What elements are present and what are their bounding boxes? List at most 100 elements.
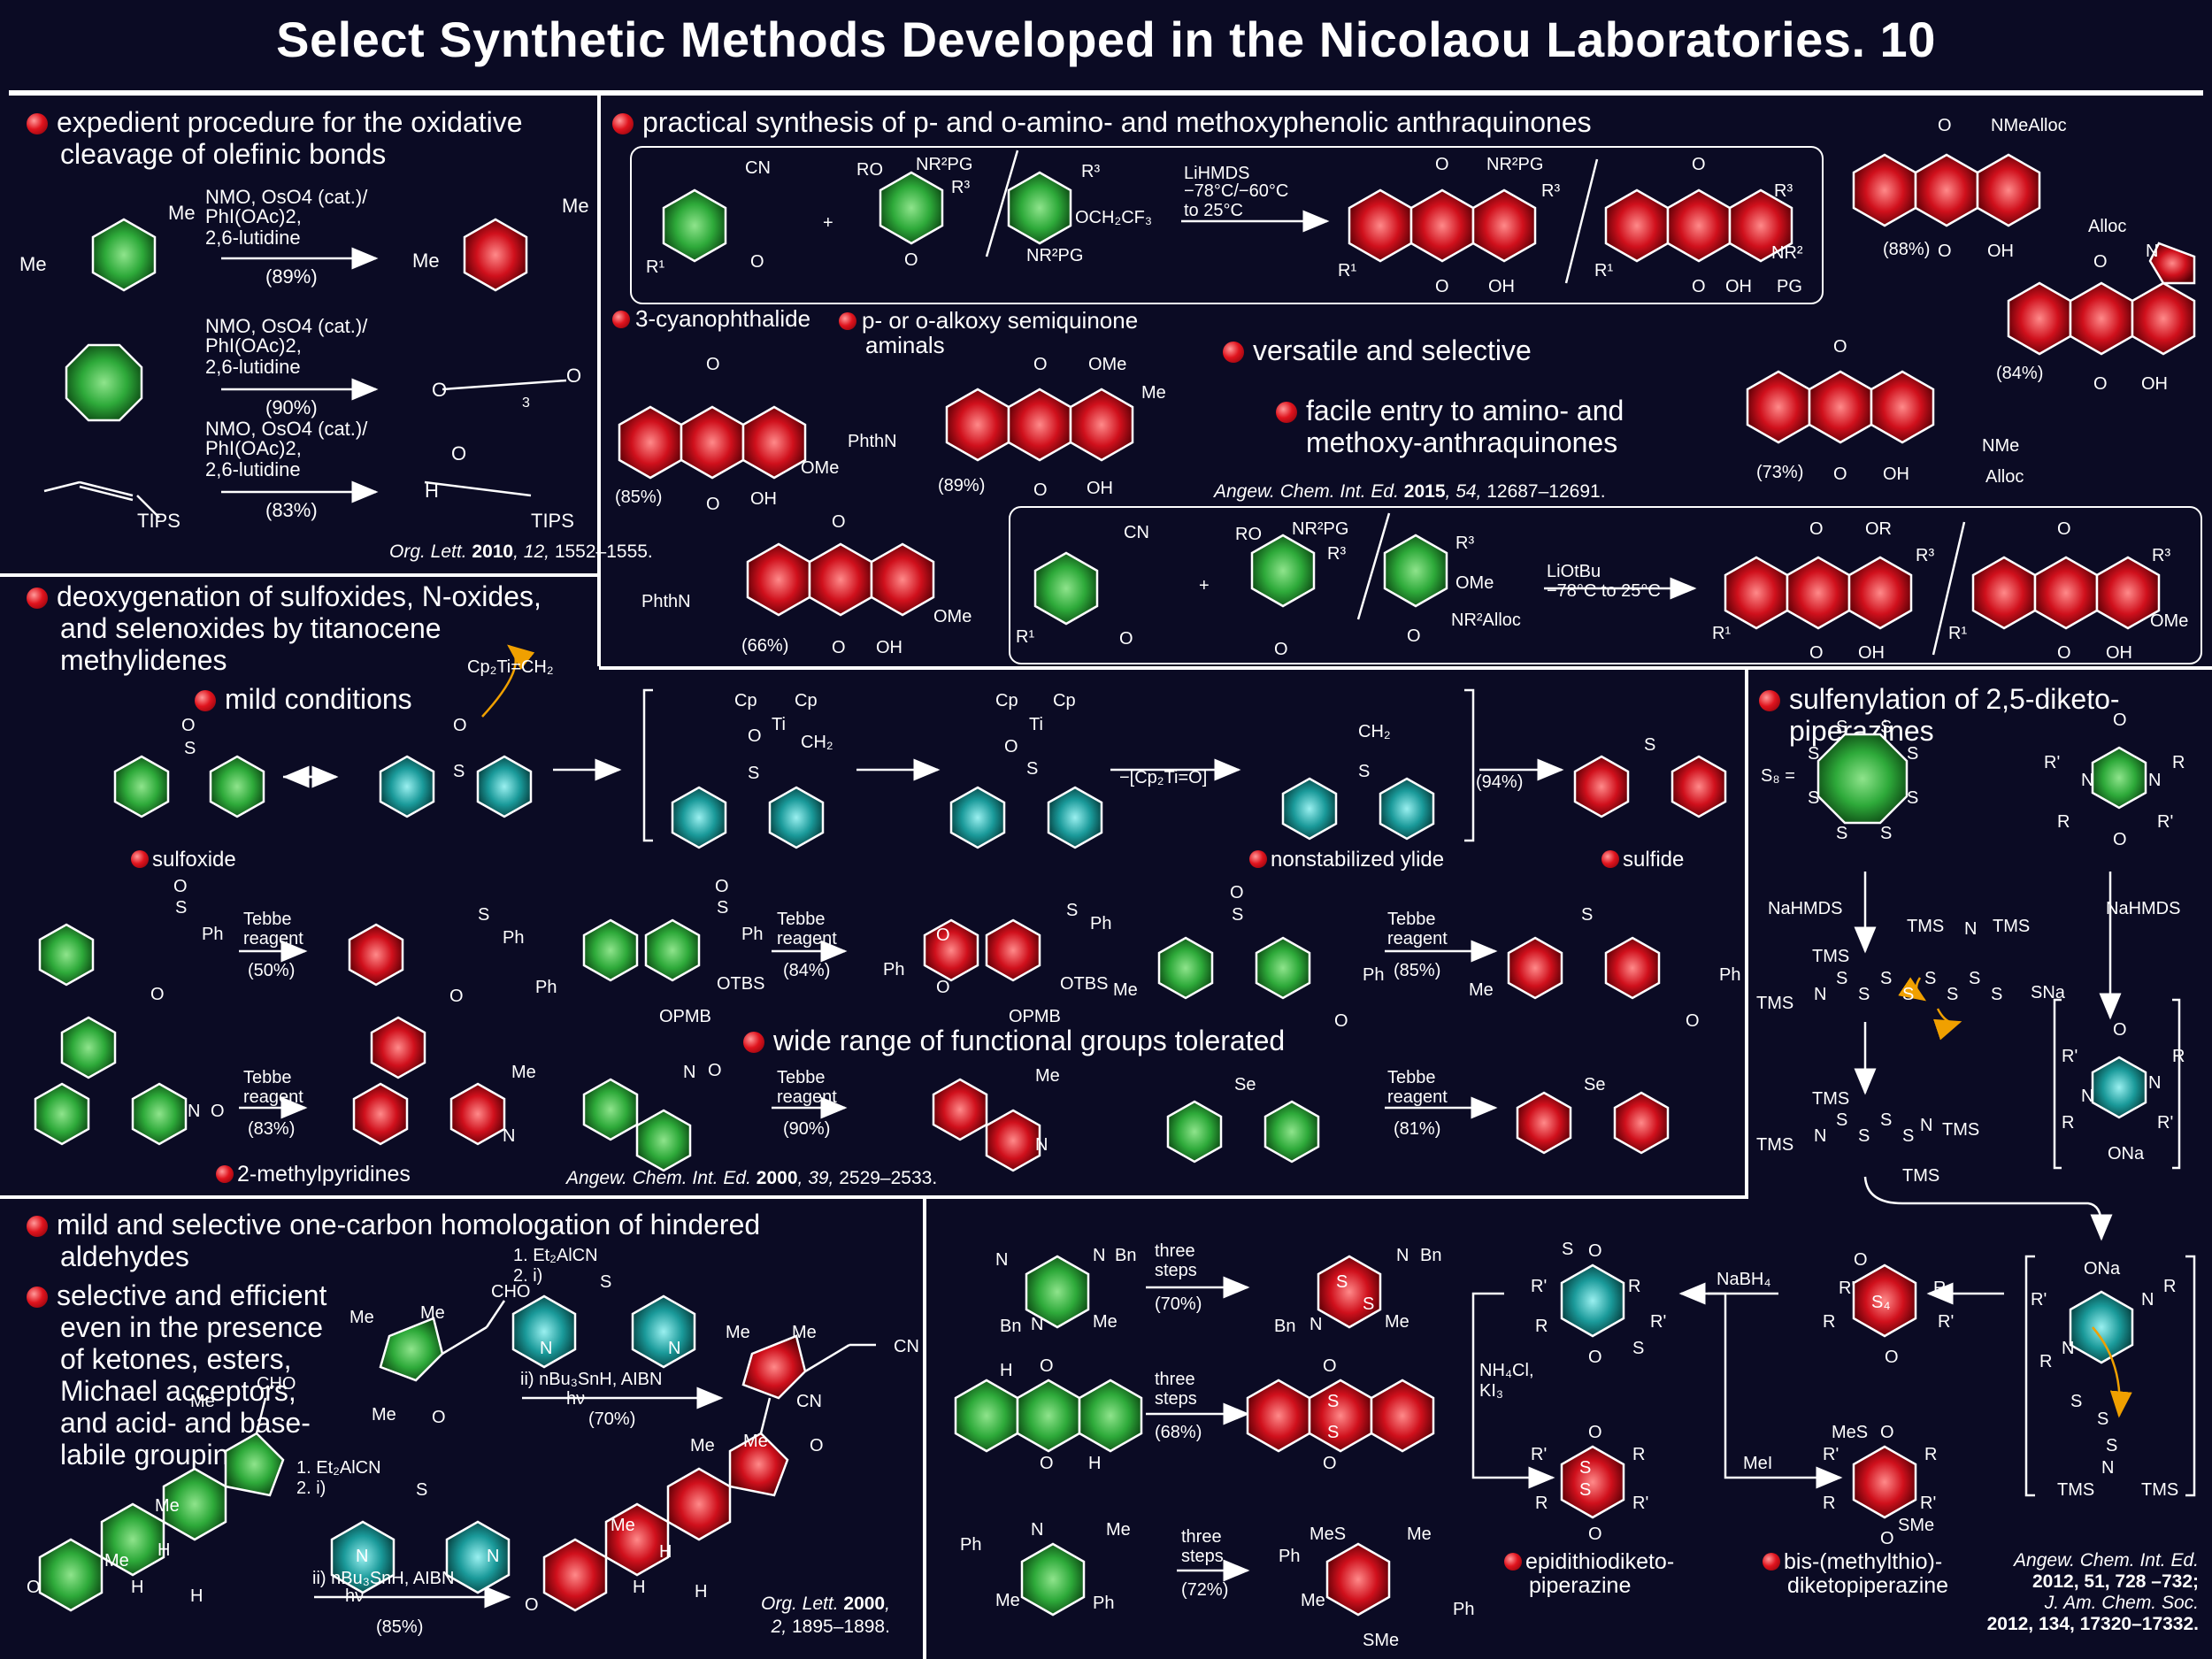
svg-text:Alloc: Alloc — [2088, 217, 2126, 236]
svg-text:Tebbe: Tebbe — [243, 910, 292, 929]
hexagon-ring — [662, 188, 727, 263]
svg-text:3: 3 — [522, 396, 530, 411]
svg-text:O: O — [451, 442, 466, 465]
svg-text:R: R — [1823, 1494, 1835, 1513]
svg-text:(89%): (89%) — [265, 265, 318, 288]
panel1-reference: Org. Lett. 2010, 12, 1552–1555. — [389, 541, 653, 562]
svg-text:S: S — [1902, 1126, 1914, 1146]
svg-text:Cp: Cp — [734, 691, 757, 710]
svg-text:Me: Me — [104, 1551, 129, 1571]
svg-text:N: N — [487, 1547, 499, 1566]
hexagon-ring — [644, 918, 701, 982]
bullet-3-cyanophthalide: 3-cyanophthalide — [612, 307, 810, 330]
svg-text:O: O — [1938, 116, 1952, 135]
svg-text:O: O — [904, 250, 918, 270]
svg-text:Tebbe: Tebbe — [777, 910, 826, 929]
panel5-heading1: mild and selective one-carbon homologati… — [27, 1209, 760, 1272]
svg-text:O: O — [1435, 155, 1449, 174]
pentagon-ring — [224, 1432, 285, 1497]
svg-text:MeI: MeI — [1743, 1454, 1772, 1473]
hexagon-ring — [1246, 1379, 1311, 1453]
hexagon-ring — [1516, 1091, 1572, 1155]
svg-text:OR: OR — [1865, 519, 1892, 539]
svg-text:PhI(OAc)2,: PhI(OAc)2, — [205, 437, 302, 459]
svg-text:OMe: OMe — [933, 607, 972, 626]
svg-text:Bn: Bn — [1274, 1317, 1295, 1336]
hexagon-ring — [1724, 556, 1789, 630]
svg-text:H: H — [1088, 1454, 1101, 1473]
svg-text:Tebbe: Tebbe — [1387, 910, 1436, 929]
svg-text:Ph: Ph — [1093, 1594, 1114, 1613]
svg-text:O: O — [1334, 1011, 1348, 1031]
panel3-reference: Angew. Chem. Int. Ed. 2000, 39, 2529–253… — [566, 1168, 938, 1188]
svg-text:−78°C/−60°C: −78°C/−60°C — [1184, 181, 1288, 201]
svg-text:NH₄Cl,: NH₄Cl, — [1479, 1361, 1534, 1380]
hexagon-ring — [1613, 1091, 1670, 1155]
svg-text:reagent: reagent — [777, 929, 837, 949]
svg-text:O: O — [1033, 480, 1048, 500]
hexagon-ring — [1348, 188, 1413, 263]
bullet-icon — [27, 113, 48, 134]
hexagon-ring — [604, 1502, 670, 1577]
svg-text:O: O — [706, 495, 720, 514]
svg-text:Cp₂Ti=CH₂: Cp₂Ti=CH₂ — [467, 657, 554, 677]
hexagon-ring — [2069, 281, 2134, 356]
hexagon-ring — [1852, 153, 1917, 227]
svg-text:ii) nBu₃SnH, AIBN: ii) nBu₃SnH, AIBN — [312, 1569, 454, 1588]
svg-text:Me: Me — [562, 195, 589, 217]
hexagon-ring — [511, 1294, 577, 1369]
svg-text:Ph: Ph — [1719, 965, 1740, 985]
svg-text:S: S — [1581, 905, 1593, 925]
svg-text:CN: CN — [894, 1337, 919, 1356]
svg-text:O: O — [748, 726, 762, 746]
svg-text:N: N — [503, 1126, 515, 1146]
svg-text:O: O — [810, 1436, 824, 1455]
svg-text:O: O — [525, 1595, 539, 1615]
panel1-labels: Me Me Me Me TIPS TIPS H O O O 3 NMO, OsO… — [19, 186, 589, 532]
divider-v3 — [923, 1197, 926, 1659]
svg-text:N: N — [1031, 1315, 1043, 1334]
svg-text:steps: steps — [1155, 1389, 1197, 1409]
svg-text:to 25°C: to 25°C — [1184, 201, 1243, 220]
hexagon-ring — [1250, 534, 1316, 608]
svg-text:O: O — [449, 987, 464, 1006]
svg-text:MeS: MeS — [1832, 1423, 1868, 1442]
hexagon-ring — [1808, 370, 1873, 444]
hexagon-ring — [463, 218, 528, 292]
svg-text:S: S — [1632, 1339, 1644, 1358]
svg-text:OCH₂CF₃: OCH₂CF₃ — [1075, 208, 1152, 227]
svg-text:(83%): (83%) — [265, 499, 318, 521]
hexagon-ring — [91, 218, 157, 292]
svg-text:R³: R³ — [951, 178, 970, 197]
svg-text:reagent: reagent — [243, 1087, 303, 1107]
svg-text:N: N — [1814, 1126, 1826, 1146]
hexagon-ring — [445, 1520, 511, 1594]
panel4-heading: sulfenylation of 2,5-diketo-piperazines — [1759, 683, 2120, 747]
label-2-methylpyridines: 2-methylpyridines — [216, 1162, 411, 1187]
hexagon-ring — [1033, 551, 1099, 626]
svg-text:S: S — [1836, 969, 1847, 988]
svg-text:R³: R³ — [1081, 162, 1100, 181]
svg-text:R³: R³ — [1327, 544, 1346, 564]
svg-text:Me: Me — [792, 1323, 817, 1342]
svg-text:CH₂: CH₂ — [1358, 722, 1391, 741]
svg-text:R¹: R¹ — [1016, 627, 1034, 647]
svg-text:R': R' — [1920, 1494, 1936, 1513]
hexagon-ring — [1560, 1445, 1625, 1519]
svg-text:NaHMDS: NaHMDS — [2106, 899, 2180, 918]
hexagon-ring — [1255, 936, 1311, 1000]
svg-text:R: R — [2039, 1352, 2052, 1371]
svg-text:Ph: Ph — [202, 925, 223, 944]
svg-text:O: O — [181, 716, 196, 735]
hexagon-ring — [949, 786, 1006, 849]
svg-text:NMeAlloc: NMeAlloc — [1991, 116, 2067, 135]
svg-text:R': R' — [1531, 1277, 1547, 1296]
bullet-versatile: versatile and selective — [1223, 334, 1532, 366]
svg-text:Ph: Ph — [741, 925, 763, 944]
hexagon-ring — [1573, 755, 1630, 818]
hexagon-ring — [60, 1016, 117, 1079]
panel6-scheme — [954, 1255, 2196, 1617]
hexagon-ring — [1317, 1255, 1382, 1329]
hexagon-ring — [1281, 777, 1338, 841]
svg-text:O: O — [1230, 883, 1244, 902]
